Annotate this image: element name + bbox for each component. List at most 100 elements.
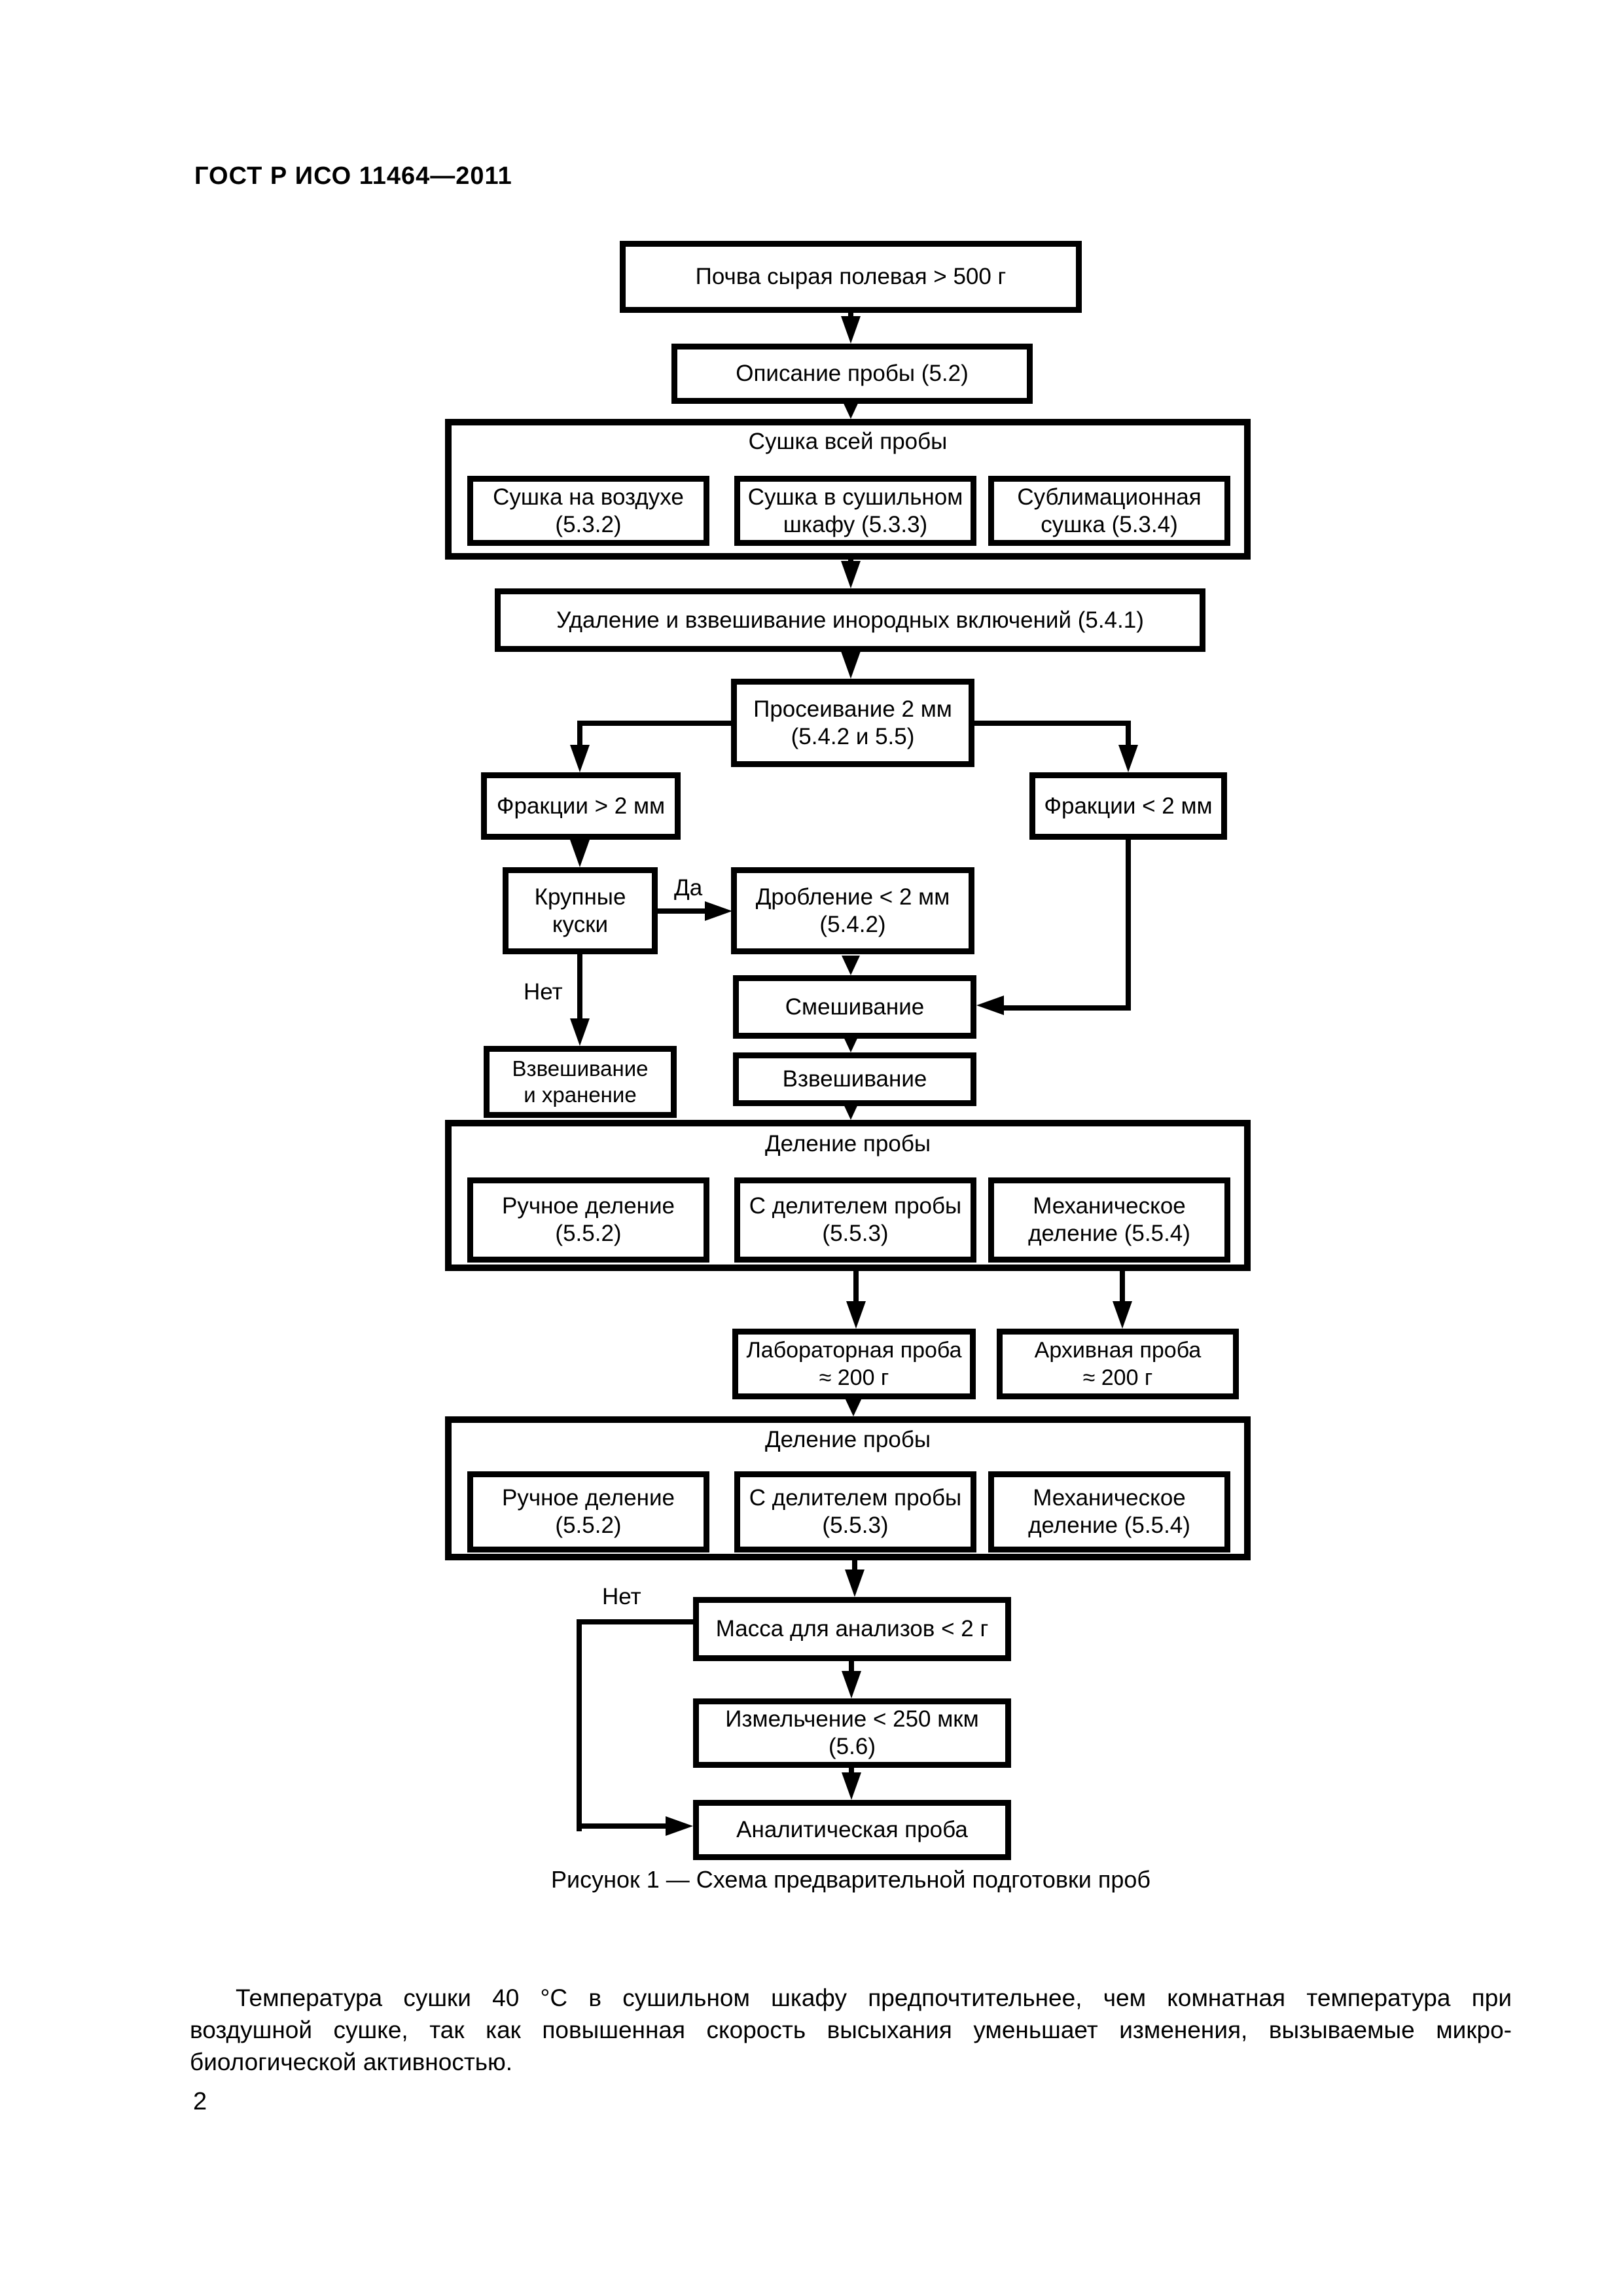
node-sieving: Просеивание 2 мм (5.4.2 и 5.5) xyxy=(731,679,974,767)
node-sampler-division-1-line2: (5.5.3) xyxy=(822,1221,889,1246)
group-division-2-title: Деление пробы xyxy=(764,1427,931,1452)
node-sampler-division-1: С делителем пробы (5.5.3) xyxy=(734,1177,976,1263)
arrowhead-mix-weigh xyxy=(842,1033,860,1052)
arrowhead-no-loop xyxy=(666,1816,693,1836)
node-fraction-gt-2mm-label: Фракции > 2 мм xyxy=(496,793,666,819)
node-mechanical-division-2: Механическое деление (5.5.4) xyxy=(988,1471,1230,1552)
node-archive-sample-line2: ≈ 200 г xyxy=(1082,1365,1153,1390)
node-manual-division-1-line2: (5.5.2) xyxy=(555,1221,622,1246)
arrowhead-division2-mass xyxy=(845,1570,865,1597)
figure-caption: Рисунок 1 — Схема предварительной подгот… xyxy=(550,1866,1151,1893)
node-air-drying: Сушка на воздухе (5.3.2) xyxy=(467,476,709,546)
node-analysis-mass: Масса для анализов < 2 г xyxy=(693,1597,1011,1661)
connector-grind-analytical xyxy=(849,1768,854,1773)
node-weighing: Взвешивание xyxy=(733,1052,976,1106)
arrowhead-drying-remove xyxy=(841,561,861,588)
arrowhead-crush-mix xyxy=(842,956,860,975)
arrowhead-no xyxy=(570,1018,590,1046)
arrowhead-division-archive xyxy=(1113,1301,1132,1329)
node-grinding: Измельчение < 250 мкм (5.6) xyxy=(693,1698,1011,1768)
connector-yes xyxy=(658,908,705,914)
arrowhead-remove-sieve xyxy=(841,651,861,679)
group-division-1-title: Деление пробы xyxy=(764,1131,931,1157)
node-sampler-division-2: С делителем пробы (5.5.3) xyxy=(734,1471,976,1552)
node-manual-division-2: Ручное деление (5.5.2) xyxy=(467,1471,709,1552)
arrowhead-lab-division2 xyxy=(844,1397,863,1416)
node-soil-label: Почва сырая полевая > 500 г xyxy=(695,264,1007,289)
node-sampler-division-2-line2: (5.5.3) xyxy=(822,1513,889,1538)
node-archive-sample: Архивная проба ≈ 200 г xyxy=(997,1329,1239,1399)
node-fraction-gt-2mm: Фракции > 2 мм xyxy=(481,772,681,840)
node-laboratory-sample: Лабораторная проба ≈ 200 г xyxy=(732,1329,976,1399)
node-remove-inclusions: Удаление и взвешивание инородных включен… xyxy=(495,588,1205,652)
node-mechanical-division-1-line1: Механическое xyxy=(1033,1193,1186,1219)
connector-sieve-right xyxy=(974,721,1131,726)
node-remove-inclusions-label: Удаление и взвешивание инородных включен… xyxy=(556,607,1144,633)
connector-sieve-left xyxy=(577,721,731,726)
arrowhead-grind-analytical xyxy=(842,1772,861,1800)
arrowhead-yes xyxy=(705,901,732,921)
node-oven-drying-line2: шкафу (5.3.3) xyxy=(783,511,928,537)
node-laboratory-sample-line1: Лабораторная проба xyxy=(746,1338,962,1363)
connector-no-loop-bottom xyxy=(577,1823,666,1829)
node-mixing: Смешивание xyxy=(733,975,976,1039)
node-sampler-division-2-line1: С делителем пробы xyxy=(749,1485,962,1511)
document-code: ГОСТ Р ИСО 11464—2011 xyxy=(194,162,512,190)
label-no-loop: Нет xyxy=(602,1584,641,1609)
connector-division-lab xyxy=(853,1271,859,1301)
connector-mass-grind xyxy=(849,1661,854,1672)
paragraph-line-3: биологической активностью. xyxy=(190,2049,513,2075)
node-soil: Почва сырая полевая > 500 г xyxy=(620,241,1082,313)
connector-fraction-lt-down xyxy=(1126,840,1131,1008)
node-crushing-line2: (5.4.2) xyxy=(819,911,886,937)
connector-soil-describe xyxy=(848,313,853,319)
page-number: 2 xyxy=(193,2088,207,2115)
node-fraction-lt-2mm-label: Фракции < 2 мм xyxy=(1044,793,1213,819)
arrowhead-mass-grind xyxy=(842,1671,861,1698)
node-oven-drying: Сушка в сушильном шкафу (5.3.3) xyxy=(734,476,976,546)
node-sieving-line2: (5.4.2 и 5.5) xyxy=(791,723,915,749)
node-grinding-line2: (5.6) xyxy=(829,1734,876,1759)
connector-division-archive xyxy=(1120,1271,1125,1301)
paragraph-line-1: Температура сушки 40 °С в сушильном шкаф… xyxy=(236,1984,1512,2011)
node-sample-description-label: Описание пробы (5.2) xyxy=(736,361,969,386)
connector-no xyxy=(577,954,582,1018)
node-mechanical-division-1: Механическое деление (5.5.4) xyxy=(988,1177,1230,1263)
node-mechanical-division-1-line2: деление (5.5.4) xyxy=(1028,1221,1190,1246)
node-freeze-drying-line2: сушка (5.3.4) xyxy=(1041,511,1178,537)
node-mechanical-division-2-line2: деление (5.5.4) xyxy=(1028,1513,1190,1538)
connector-division2-mass xyxy=(852,1560,857,1570)
node-weighing-storage: Взвешивание и хранение xyxy=(484,1046,677,1118)
node-grinding-line1: Измельчение < 250 мкм xyxy=(725,1706,979,1732)
node-analytical-sample-label: Аналитическая проба xyxy=(736,1817,968,1842)
arrowhead-weigh-division xyxy=(842,1100,860,1120)
arrowhead-fraction-gt xyxy=(570,745,590,772)
node-freeze-drying-line1: Сублимационная xyxy=(1017,484,1202,510)
arrowhead-fraction-chunks xyxy=(570,840,590,867)
node-crushing: Дробление < 2 мм (5.4.2) xyxy=(731,867,974,954)
node-large-chunks-line2: куски xyxy=(552,911,609,937)
connector-fraction-lt-mix xyxy=(1004,1005,1131,1011)
node-mechanical-division-2-line1: Механическое xyxy=(1033,1485,1186,1511)
node-mixing-label: Смешивание xyxy=(785,994,925,1020)
node-manual-division-2-line2: (5.5.2) xyxy=(555,1513,622,1538)
node-large-chunks: Крупные куски xyxy=(503,867,658,954)
label-yes: Да xyxy=(674,875,703,901)
node-fraction-lt-2mm: Фракции < 2 мм xyxy=(1029,772,1227,840)
node-air-drying-line1: Сушка на воздухе xyxy=(493,484,684,510)
label-no: Нет xyxy=(524,979,563,1005)
connector-left-down xyxy=(577,721,582,745)
node-sieving-line1: Просеивание 2 мм xyxy=(753,696,952,722)
node-manual-division-1: Ручное деление (5.5.2) xyxy=(467,1177,709,1263)
node-laboratory-sample-line2: ≈ 200 г xyxy=(819,1365,889,1390)
node-analytical-sample: Аналитическая проба xyxy=(693,1800,1011,1860)
node-manual-division-2-line1: Ручное деление xyxy=(501,1485,675,1511)
node-air-drying-line2: (5.3.2) xyxy=(555,511,622,537)
arrowhead-describe-drying xyxy=(842,399,860,419)
node-large-chunks-line1: Крупные xyxy=(534,884,626,910)
node-oven-drying-line1: Сушка в сушильном xyxy=(747,484,963,510)
body-paragraph: Температура сушки 40 °С в сушильном шкаф… xyxy=(190,1982,1512,2078)
group-drying-title: Сушка всей пробы xyxy=(748,429,948,454)
node-archive-sample-line1: Архивная проба xyxy=(1034,1338,1202,1363)
